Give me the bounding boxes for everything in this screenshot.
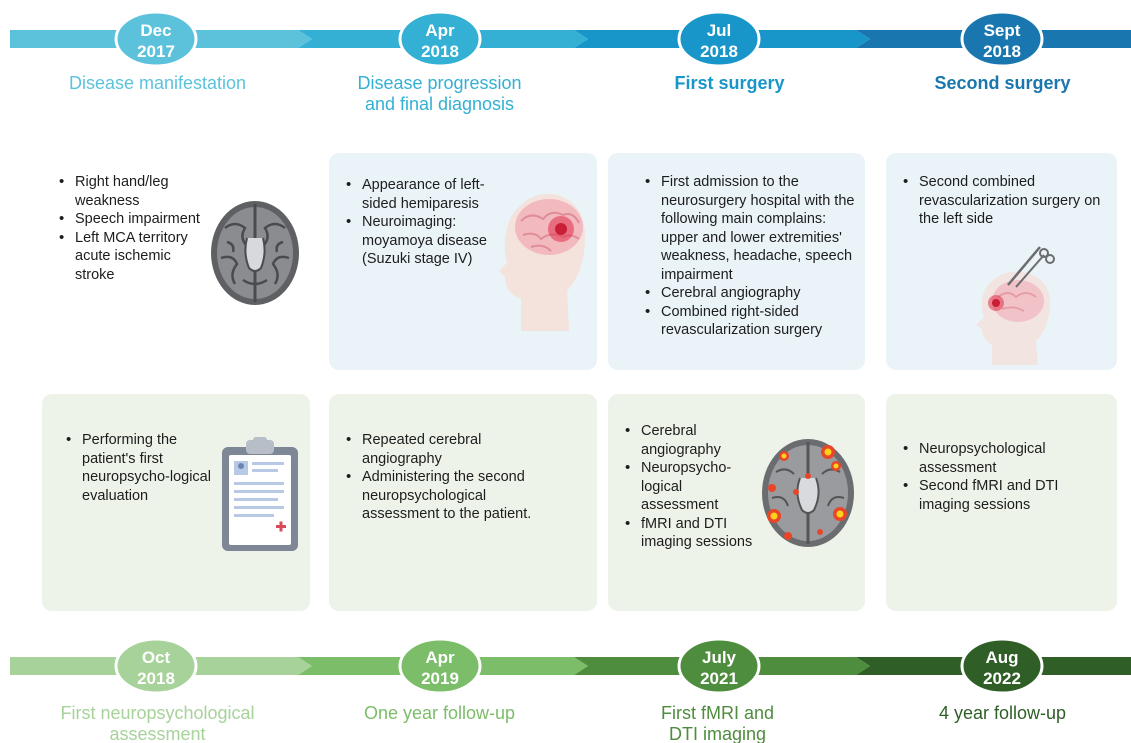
top-date-marker-1 [114, 10, 198, 68]
head-surgery-icon [976, 246, 1055, 365]
top-date-marker-4 [960, 10, 1044, 68]
list-item: Repeated cerebral angiography [344, 431, 534, 468]
top-date-marker-3 [677, 10, 761, 68]
card-aug-2022: Neuropsychological assessment Second fMR… [886, 394, 1117, 611]
list-item: Second combined revascularization surger… [901, 173, 1106, 229]
card-list: First admission to the neurosurgery hosp… [643, 173, 858, 340]
bottom-date-month-2: Apr [425, 648, 455, 667]
list-item: First admission to the neurosurgery hosp… [643, 173, 858, 284]
list-item: Administering the second neuropsychologi… [344, 468, 534, 524]
card-list: Appearance of left-sided hemiparesis Neu… [344, 176, 494, 269]
stage-label-apr-2018: Disease progression and final diagnosis [357, 73, 522, 114]
bottom-date-year-1: 2018 [137, 669, 175, 688]
list-item: Speech impairment [57, 210, 207, 229]
stage-label-dec-2017: Disease manifestation [68, 73, 247, 93]
list-item: Right hand/leg weakness [57, 173, 207, 210]
card-list: Neuropsychological assessment Second fMR… [901, 440, 1106, 514]
card-dec-2017: Right hand/leg weakness Speech impairmen… [42, 153, 310, 370]
stage-label-jul-2018: First surgery [674, 73, 785, 93]
list-item: Cerebral angiography [643, 284, 858, 303]
clipboard-icon [222, 437, 298, 551]
list-item: Cerebral angiography [623, 422, 758, 459]
list-item: Combined right-sided revascularization s… [643, 303, 858, 340]
list-item: Performing the patient's first neuropsyc… [64, 431, 224, 505]
card-sept-2018: Second combined revascularization surger… [886, 153, 1117, 370]
top-date-month-4: Sept [984, 21, 1021, 40]
bottom-date-marker-2 [398, 637, 482, 695]
list-item: fMRI and DTI imaging sessions [623, 515, 758, 552]
list-item: Neuropsycho-logical assessment [623, 459, 758, 515]
top-date-month-3: Jul [707, 21, 732, 40]
stage-label-sept-2018: Second surgery [934, 73, 1071, 93]
list-item: Neuroimaging: moyamoya disease (Suzuki s… [344, 213, 494, 269]
card-list: Performing the patient's first neuropsyc… [64, 431, 224, 505]
stage-label-apr-2019: One year follow-up [363, 703, 516, 723]
card-jul-2018: First admission to the neurosurgery hosp… [608, 153, 865, 370]
top-date-month-2: Apr [425, 21, 455, 40]
brain-axial-icon [211, 201, 299, 305]
card-list: Cerebral angiography Neuropsycho-logical… [623, 422, 758, 552]
top-date-year-1: 2017 [137, 42, 175, 61]
bottom-date-month-3: July [702, 648, 737, 667]
list-item: Neuropsychological assessment [901, 440, 1106, 477]
bottom-date-marker-3 [677, 637, 761, 695]
stage-label-july-2021: First fMRI and DTI imaging [660, 703, 775, 743]
fmri-brain-icon [762, 439, 854, 547]
bottom-date-marker-1 [114, 637, 198, 695]
card-july-2021: Cerebral angiography Neuropsycho-logical… [608, 394, 865, 611]
top-date-year-2: 2018 [421, 42, 459, 61]
card-list: Right hand/leg weakness Speech impairmen… [57, 173, 207, 284]
list-item: Second fMRI and DTI imaging sessions [901, 477, 1106, 514]
bottom-date-marker-4 [960, 637, 1044, 695]
top-date-month-1: Dec [140, 21, 171, 40]
bottom-date-month-4: Aug [985, 648, 1018, 667]
bottom-date-month-1: Oct [142, 648, 171, 667]
stage-label-oct-2018: First neuropsychological assessment [60, 703, 255, 743]
top-date-year-3: 2018 [700, 42, 738, 61]
bottom-date-year-3: 2021 [700, 669, 738, 688]
stage-label-aug-2022: 4 year follow-up [938, 703, 1067, 723]
list-item: Left MCA territory acute ischemic stroke [57, 229, 207, 285]
top-date-marker-2 [398, 10, 482, 68]
list-item: Appearance of left-sided hemiparesis [344, 176, 494, 213]
bottom-date-year-4: 2022 [983, 669, 1021, 688]
top-date-year-4: 2018 [983, 42, 1021, 61]
card-oct-2018: Performing the patient's first neuropsyc… [42, 394, 310, 611]
card-list: Second combined revascularization surger… [901, 173, 1106, 229]
bottom-date-year-2: 2019 [421, 669, 459, 688]
card-list: Repeated cerebral angiography Administer… [344, 431, 534, 524]
card-apr-2018: Appearance of left-sided hemiparesis Neu… [329, 153, 597, 370]
card-apr-2019: Repeated cerebral angiography Administer… [329, 394, 597, 611]
head-brain-lesion-icon [499, 193, 585, 331]
